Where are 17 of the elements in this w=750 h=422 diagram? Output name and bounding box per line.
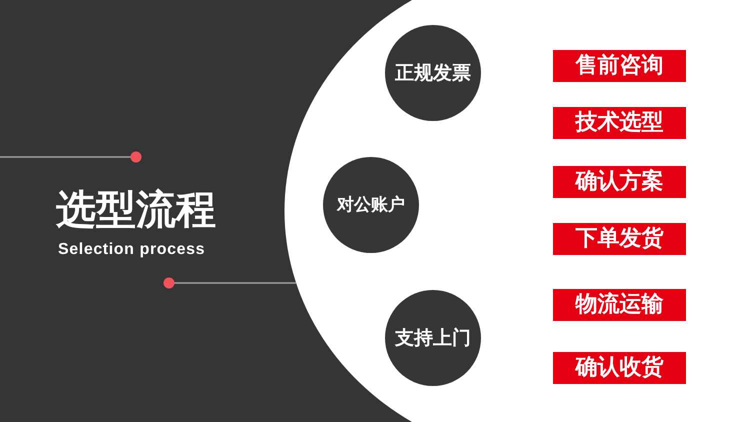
node-label: 支持上门 [395,326,471,350]
title: 选型流程 [56,186,216,234]
subtitle: Selection process [58,240,206,260]
node-label: 对公账户 [337,194,405,216]
step-label: 物流运输 [576,292,664,318]
step-box [553,50,686,82]
step-label: 确认方案 [576,169,664,195]
step-box [553,107,686,139]
node-label: 正规发票 [395,62,471,84]
step-box [553,352,686,384]
step-label: 售前咨询 [576,53,664,79]
step-box [553,166,686,198]
step-label: 确认收货 [576,355,664,381]
step-box [553,289,686,321]
step-label: 下单发货 [576,226,664,252]
step-box [553,223,686,255]
step-label: 技术选型 [576,110,664,136]
